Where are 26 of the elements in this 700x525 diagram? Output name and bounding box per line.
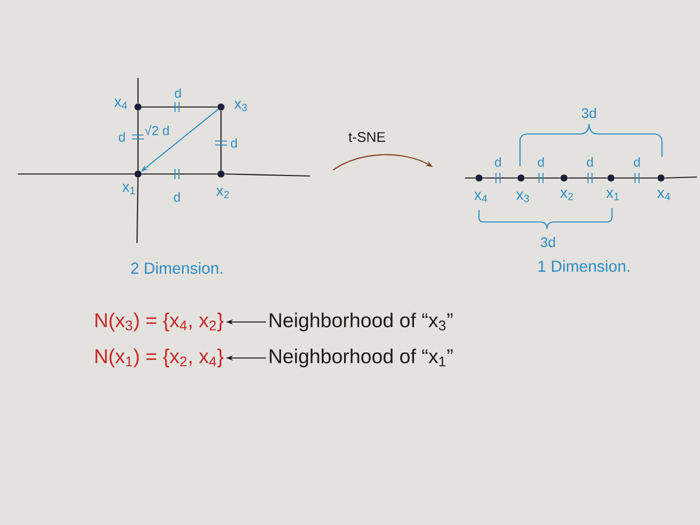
point-label: x$_{3}$ — [234, 100, 247, 112]
point-label: x$_{4}$ — [114, 98, 128, 110]
formula: N(x$_{3}$) = {x$_{4}$, x$_{2}$} — [96, 312, 224, 332]
line-segment — [142, 106, 218, 108]
line-segment — [220, 110, 222, 170]
point-label: x$_{3}$ — [516, 192, 529, 202]
point-label: x$_{2}$ — [560, 190, 573, 200]
line-segment — [482, 177, 518, 179]
caption: 2 Dimension. — [131, 262, 222, 274]
point-label: x$_{4}$ — [474, 192, 488, 202]
line-segment — [524, 177, 560, 179]
line-segment — [614, 177, 658, 179]
point-label: x$_{4}$ — [657, 190, 670, 200]
annotation-text: Neighborhood of “x$_{1}$” — [270, 348, 453, 368]
formula: N(x$_{1}$) = {x$_{2}$, x$_{4}$} — [96, 348, 224, 368]
line-segment — [142, 173, 218, 175]
point-label: x$_{1}$ — [122, 184, 135, 194]
point-label: x$_{1}$ — [606, 190, 619, 200]
method-label: t-SNE — [348, 132, 386, 142]
point-label: x$_{2}$ — [216, 188, 229, 198]
caption: 1 Dimension. — [538, 260, 630, 272]
line-segment — [137, 110, 139, 170]
annotation-text: Neighborhood of “x$_{3}$” — [270, 312, 453, 332]
line-segment — [568, 177, 608, 179]
dimension-label: 3d — [540, 236, 555, 248]
dimension-label: 3d — [582, 108, 596, 118]
